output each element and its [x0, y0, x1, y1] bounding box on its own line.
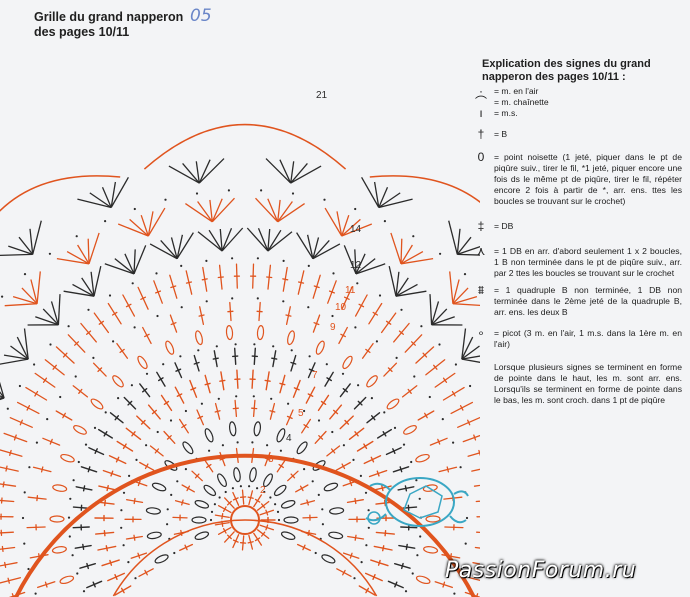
legend-item-single-crochet: ı = m.s.: [464, 106, 682, 120]
handwritten-number: 05: [190, 6, 212, 26]
round-1-stitches: [214, 489, 276, 551]
chain-symbol-icon: ·: [479, 84, 483, 98]
slip-stitch-symbol-icon: ⌒: [474, 95, 487, 109]
chart-symbols: [0, 123, 480, 597]
row-label: 4: [286, 433, 292, 444]
round-19-chains: [0, 189, 467, 298]
row-number-labels: 2 3 4 5 7 9 10 11 12 14 21: [260, 90, 362, 496]
legend-text: = 1 quadruple B non terminée, 1 DB non t…: [494, 285, 682, 317]
legend-item-picot: ∘ = picot (3 m. en l'air, 1 m.s. dans la…: [464, 326, 682, 350]
legend-title-line-2: napperon des pages 10/11 :: [482, 71, 626, 83]
legend-title: Explication des signes du grand napperon…: [482, 58, 682, 84]
round-5-leaves: [145, 421, 345, 564]
row-label: 21: [316, 90, 328, 101]
row-label: 2: [260, 485, 266, 496]
legend-text: = picot (3 m. en l'air, 1 m.s. dans la 1…: [494, 328, 682, 349]
row-label: 5: [298, 408, 304, 419]
legend-item-slip-stitch: ⌒ = m. chaînette: [464, 95, 682, 109]
round-5-stitches: [124, 399, 366, 577]
round-13-stitches: [0, 263, 480, 597]
round-3-stitches: [172, 447, 318, 552]
treble-symbol-icon: †: [477, 127, 485, 141]
diagram-title: Grille du grand napperon des pages 10/11: [34, 10, 244, 40]
row-label: 11: [345, 285, 356, 296]
legend-text: = point noisette (1 jeté, piquer dans le…: [494, 152, 682, 206]
quadruple-cluster-symbol-icon: ⩩: [477, 283, 485, 297]
title-line-2: des pages 10/11: [34, 25, 130, 39]
round-20-fans: [0, 158, 480, 256]
row-label: 10: [335, 302, 347, 313]
legend-item-chain: · = m. en l'air: [464, 84, 682, 98]
row-label: 14: [350, 224, 362, 235]
picot-symbol-icon: ∘: [477, 326, 485, 340]
round-10-leaves: [49, 325, 441, 585]
single-crochet-symbol-icon: ı: [479, 106, 483, 120]
round-6-chains: [120, 395, 370, 580]
round-3-leaves: [191, 467, 299, 540]
legend-text: = m. chaînette: [494, 97, 549, 107]
puff-stitch-symbol-icon: 0: [477, 150, 485, 164]
title-line-1: Grille du grand napperon: [34, 10, 184, 24]
legend-text: = B: [494, 129, 508, 139]
round-9-chains: [67, 343, 423, 593]
round-8-stitches: [72, 347, 418, 589]
round-21-scallops: [0, 123, 480, 212]
legend-item-double-treble: ‡ = DB: [464, 219, 682, 233]
legend-text: = m. en l'air: [494, 86, 539, 96]
turtle-stamp: [365, 477, 469, 527]
double-treble-symbol-icon: ‡: [477, 219, 485, 233]
legend-item-puff-stitch: 0 = point noisette (1 jeté, piquer dans …: [464, 150, 682, 207]
round-18-fans: [4, 197, 480, 307]
row-label: 7: [312, 370, 318, 381]
row-label: 3: [268, 454, 274, 465]
legend-text: = DB: [494, 221, 514, 231]
legend-text: = 1 DB en arr. d'abord seulement 1 x 2 b…: [494, 246, 682, 278]
row-label: 12: [350, 260, 362, 271]
row-label: 9: [330, 322, 336, 333]
round-16-fans: [0, 227, 480, 401]
legend-item-treble: † = B: [464, 127, 682, 141]
legend-list: · = m. en l'air ⌒ = m. chaînette ı = m.s…: [464, 84, 682, 350]
round-4-chains: [166, 441, 324, 555]
symbol-legend: Explication des signes du grand napperon…: [464, 58, 682, 406]
legend-item-dtr-cluster: ⋏ = 1 DB en arr. d'abord seulement 1 x 2…: [464, 244, 682, 279]
dtr-cluster-symbol-icon: ⋏: [476, 244, 486, 258]
legend-text: = m.s.: [494, 108, 518, 118]
legend-note: Lorsque plusieurs signes se terminent en…: [494, 362, 682, 405]
round-2-chains: [209, 485, 281, 522]
round-14-band: [13, 453, 477, 597]
legend-title-line-1: Explication des signes du grand: [482, 58, 651, 70]
legend-item-quadruple-cluster: ⩩ = 1 quadruple B non terminée, 1 DB non…: [464, 283, 682, 318]
round-15-chains: [6, 257, 472, 410]
round-7-arc: [112, 519, 378, 597]
watermark: PassionForum.ru: [445, 558, 637, 583]
round-7-stitches: [94, 369, 396, 596]
crochet-chart: 2 3 4 5 7 9 10 11 12 14 21: [0, 90, 480, 597]
